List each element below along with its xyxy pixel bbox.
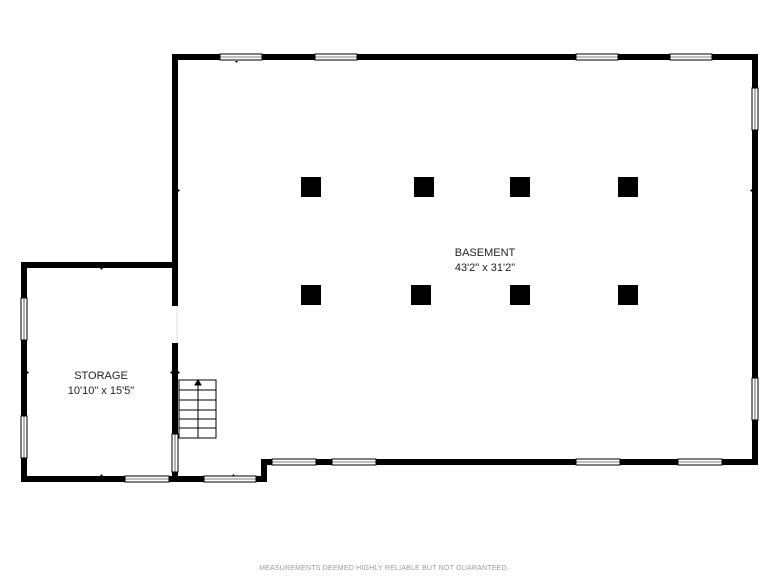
column-icon (510, 285, 530, 305)
column-icon (414, 177, 434, 197)
doorway (172, 306, 178, 343)
column-icon (411, 285, 431, 305)
window-icon (575, 53, 619, 61)
basement-dimensions: 43'2" x 31'2" (455, 262, 515, 274)
stair-icon (178, 379, 217, 439)
basement-wall (21, 54, 758, 482)
column-icon (618, 285, 638, 305)
columns (301, 177, 638, 305)
basement-label: BASEMENT (455, 247, 516, 259)
window-icon (751, 87, 759, 131)
window-icon (751, 377, 759, 421)
window-icon (669, 53, 713, 61)
window-icon (677, 458, 723, 466)
storage-dimensions: 10'10" x 15'5" (68, 385, 135, 397)
windows (20, 53, 759, 483)
column-icon (618, 177, 638, 197)
column-icon (301, 177, 321, 197)
window-icon (219, 53, 263, 61)
window-icon (271, 458, 317, 466)
column-icon (510, 177, 530, 197)
window-icon (20, 297, 28, 341)
window-icon (203, 475, 257, 483)
window-icon (20, 415, 28, 459)
window-icon (314, 53, 358, 61)
walls (21, 54, 758, 482)
window-icon (171, 433, 179, 473)
column-icon (301, 285, 321, 305)
window-icon (575, 458, 621, 466)
wall-markers (27, 61, 752, 476)
storage-label: STORAGE (74, 370, 128, 382)
window-icon (124, 475, 170, 483)
window-icon (331, 458, 377, 466)
disclaimer: MEASUREMENTS DEEMED HIGHLY RELIABLE BUT … (259, 565, 509, 572)
